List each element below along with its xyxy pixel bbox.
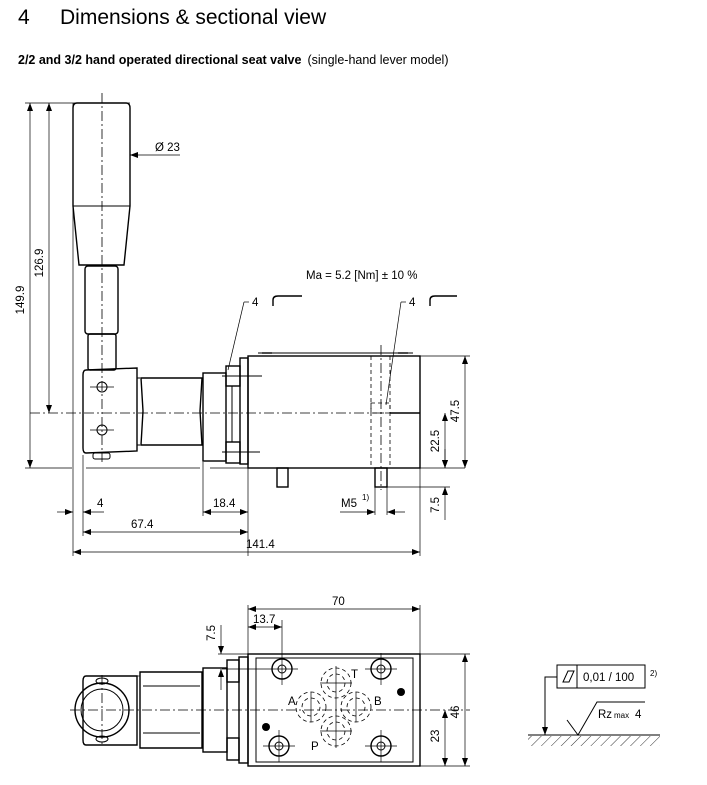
surface-spec: 0,01 / 100 2) Rz max 4 — [528, 664, 660, 746]
side-view: 149.9 126.9 Ø 23 4 18.4 67.4 141.4 M5 1)… — [15, 93, 470, 556]
dim-141-4: 141.4 — [246, 539, 275, 551]
roughness-symbol — [566, 701, 645, 736]
dim-47-5: 47.5 — [450, 400, 462, 422]
roughness-rz: Rz — [598, 709, 612, 721]
flange — [202, 372, 227, 462]
dim-67-4: 67.4 — [131, 519, 154, 531]
hex-nut-top — [139, 671, 203, 749]
dim-18-4: 18.4 — [213, 498, 236, 510]
roughness-value: 4 — [635, 709, 642, 721]
hex-key-icon — [272, 295, 302, 306]
port-A: A — [288, 696, 296, 708]
port-P: P — [311, 741, 319, 753]
dim-23: 23 — [430, 730, 442, 743]
dim-126-9: 126.9 — [34, 249, 46, 278]
subtitle-main: 2/2 and 3/2 hand operated directional se… — [18, 53, 302, 67]
dim-4: 4 — [97, 498, 104, 510]
dim-13-7: 13.7 — [253, 614, 275, 626]
valve-body — [247, 355, 421, 469]
lever-shaft — [84, 265, 119, 335]
item-label-4-left: 4 — [252, 297, 259, 309]
thread-m5: M5 — [341, 498, 357, 510]
locating-pin-icon — [262, 723, 270, 731]
lever-body — [82, 367, 138, 454]
dim-149-9: 149.9 — [15, 286, 27, 315]
hex-nut — [140, 377, 203, 446]
dowel-pin — [276, 467, 289, 488]
dim-70: 70 — [332, 596, 345, 608]
top-view: T A B P 70 13.7 7.5 46 23 — [70, 596, 470, 767]
dim-7-5-top: 7.5 — [206, 625, 218, 641]
flatness-value: 0,01 / 100 — [583, 672, 634, 684]
subtitle-note: (single-hand lever model) — [307, 53, 449, 67]
port-T: T — [351, 669, 358, 681]
roughness-max: max — [614, 711, 629, 720]
locating-pin-icon — [397, 688, 405, 696]
section-title: Dimensions & sectional view — [60, 6, 327, 29]
flatness-footnote: 2) — [650, 669, 657, 678]
lever-knob — [72, 102, 131, 266]
flatness-icon — [562, 670, 575, 683]
thread-footnote: 1) — [362, 493, 369, 502]
port-circles — [295, 666, 372, 748]
section-number: 4 — [18, 6, 30, 29]
hex-key-icon — [429, 295, 457, 306]
surface-hatch — [528, 736, 660, 746]
dim-7-5: 7.5 — [430, 497, 442, 513]
subtitle: 2/2 and 3/2 hand operated directional se… — [18, 53, 449, 67]
dim-22-5: 22.5 — [430, 430, 442, 452]
port-B: B — [374, 696, 382, 708]
torque-spec: Ma = 5.2 [Nm] ± 10 % — [306, 270, 417, 282]
dim-46: 46 — [450, 706, 462, 719]
item-label-4-right: 4 — [409, 297, 416, 309]
dim-diameter-23: Ø 23 — [155, 142, 180, 154]
